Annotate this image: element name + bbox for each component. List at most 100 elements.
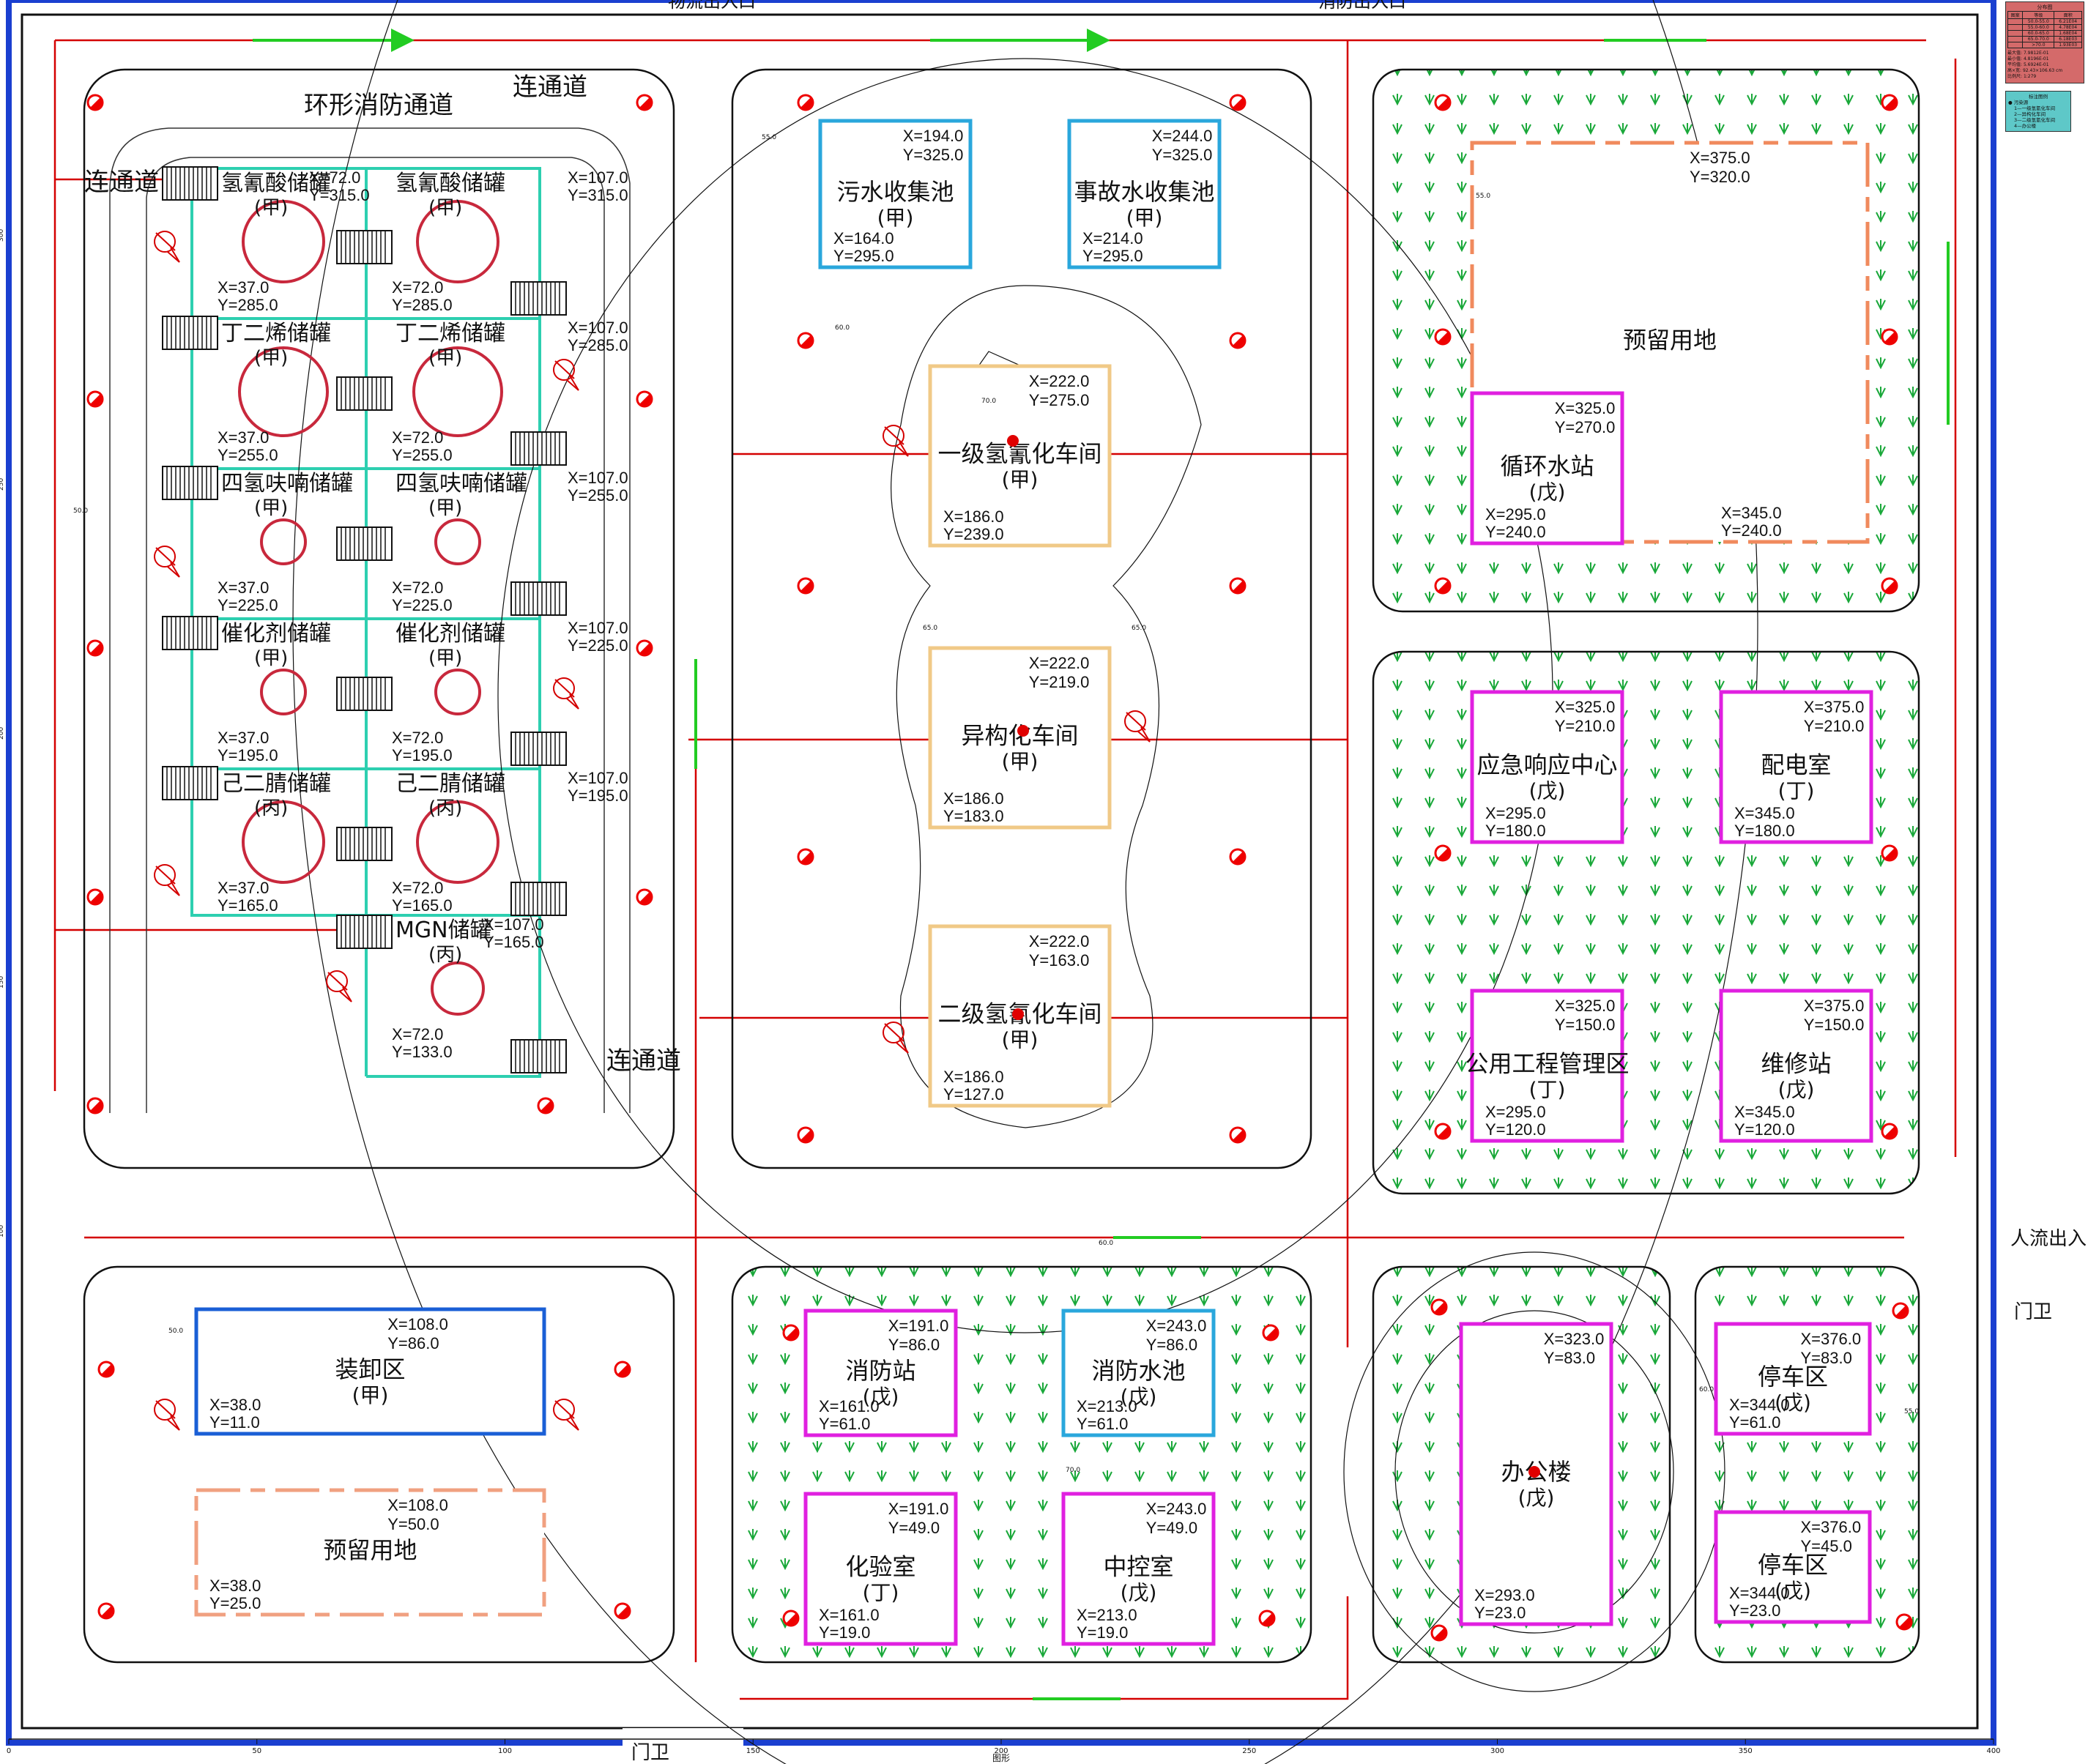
coord-tr-y: Y=255.0 [568, 486, 628, 505]
source-legend-title: 标注图例 [2029, 94, 2048, 100]
coord-tr-x: X=107.0 [568, 168, 628, 187]
coord-top-x: X=325.0 [1555, 698, 1616, 716]
contour-label: 60.0 [1699, 1386, 1714, 1393]
coord-bottom-x: X=164.0 [833, 229, 894, 248]
fire-class: (甲) [1126, 206, 1163, 230]
tank-circle [260, 669, 307, 715]
coord-top-x: X=376.0 [1801, 1330, 1862, 1348]
coord-top-x: X=325.0 [1555, 997, 1616, 1015]
fire-class: (甲) [1002, 1028, 1039, 1052]
fire-class: (戊) [1775, 1579, 1811, 1603]
min-value: 4.8196E-01 [2023, 56, 2049, 62]
stair-icon [336, 915, 393, 949]
coord-bl-y: Y=255.0 [392, 446, 453, 464]
building-name: 事故水收集池 [1074, 178, 1214, 206]
building-outline [1719, 989, 1873, 1143]
coord-top-y: Y=86.0 [888, 1336, 940, 1354]
tank-circle [416, 200, 499, 283]
coord-bl-y: Y=165.0 [392, 896, 453, 915]
coord-top-x: X=108.0 [387, 1496, 448, 1514]
fire-class: (甲) [352, 1383, 389, 1407]
level: 60.0-65.0 [2022, 30, 2055, 37]
fire-class: (甲) [1002, 750, 1039, 774]
tank-circle [412, 346, 503, 437]
ring-road-label: 环形消防通道 [304, 91, 453, 120]
stair-icon [336, 677, 393, 711]
coord-top-x: X=323.0 [1544, 1330, 1605, 1348]
coord-top-x: X=222.0 [1029, 372, 1090, 390]
tank-cell: 己二腈储罐(丙)X=72.0Y=165.0X=107.0Y=195.0 [392, 769, 628, 915]
coord-bottom-y: Y=180.0 [1485, 822, 1546, 840]
coord-bottom-y: Y=120.0 [1734, 1120, 1795, 1139]
tank-class: (甲) [254, 647, 288, 669]
stair-icon [510, 882, 567, 916]
stair-icon [510, 581, 567, 616]
coord-tr-y: Y=195.0 [568, 786, 628, 805]
coord-bl-x: X=37.0 [218, 428, 269, 447]
coord-top-y: Y=270.0 [1555, 418, 1616, 436]
coord-bottom-x: X=344.0 [1729, 1584, 1790, 1602]
area: 1.68E04 [2054, 30, 2082, 37]
building-outline [1719, 690, 1873, 844]
building-name: 停车区 [1758, 1363, 1828, 1391]
level: >70.0 [2022, 42, 2055, 48]
green-flow-segments [253, 29, 1950, 1700]
contour-label: 55.0 [1904, 1408, 1919, 1415]
tank-class: (丙) [428, 797, 462, 819]
tank-name: 氢氰酸储罐 [221, 171, 331, 196]
contour-label: 60.0 [1099, 1240, 1113, 1247]
coord-bottom-y: Y=25.0 [209, 1594, 261, 1612]
size-label: 高×宽: [2007, 68, 2022, 73]
coord-bl-x: X=72.0 [392, 578, 443, 597]
coord-bottom-x: X=38.0 [209, 1577, 261, 1595]
stair-icon [162, 616, 218, 650]
coord-top-x: X=108.0 [387, 1315, 448, 1333]
tank-circle [434, 518, 481, 565]
stair-icon [336, 526, 393, 561]
tank-name: 催化剂储罐 [395, 621, 505, 647]
building-isomer: X=222.0Y=219.0异构化车间(甲)X=186.0Y=183.0 [928, 646, 1112, 830]
fire-class: (戊) [863, 1385, 899, 1409]
guard-label-right: 门卫 [2014, 1301, 2052, 1323]
coord-top-x: X=375.0 [1690, 149, 1750, 167]
source-item: 2—异构化车间 [2014, 111, 2046, 117]
building-outline [1061, 1492, 1216, 1646]
tank-class: (甲) [428, 347, 462, 369]
tank-class: (甲) [428, 497, 462, 519]
area: 1.93E03 [2054, 42, 2082, 48]
x-tick-label: 250 [1242, 1747, 1256, 1755]
x-axis-label: 图形 [992, 1753, 1010, 1763]
contour-label: 55.0 [762, 134, 776, 141]
stair-icon [510, 1039, 567, 1073]
coord-bottom-x: X=213.0 [1077, 1397, 1137, 1415]
coord-bottom-y: Y=295.0 [833, 247, 894, 265]
coord-tr-y: Y=285.0 [568, 336, 628, 354]
coord-bottom-x: X=186.0 [943, 507, 1004, 526]
contour-label: 65.0 [923, 625, 937, 632]
stats: 最大值: 7.9812E-01 最小值: 4.8196E-01 平均值: 5.6… [2007, 51, 2082, 80]
coord-tr-x: X=107.0 [568, 769, 628, 787]
level: 65.0-70.0 [2022, 36, 2055, 42]
coord-bl-y: Y=225.0 [392, 596, 453, 614]
building-name: 中控室 [1103, 1553, 1173, 1581]
contour-label: 65.0 [1132, 625, 1146, 632]
coord-bottom-y: Y=19.0 [819, 1623, 870, 1642]
coord-bottom-x: X=186.0 [943, 1068, 1004, 1086]
coord-bottom-y: Y=61.0 [1077, 1415, 1128, 1433]
building-name: 消防水池 [1091, 1357, 1185, 1385]
coord-bl-x: X=37.0 [218, 578, 269, 597]
coord-tr-x: X=107.0 [568, 469, 628, 487]
coord-tr-y: Y=165.0 [483, 933, 544, 951]
coord-top-x: X=375.0 [1804, 997, 1865, 1015]
area: 6.21E04 [2054, 18, 2082, 25]
max-value: 7.9812E-01 [2023, 51, 2049, 56]
